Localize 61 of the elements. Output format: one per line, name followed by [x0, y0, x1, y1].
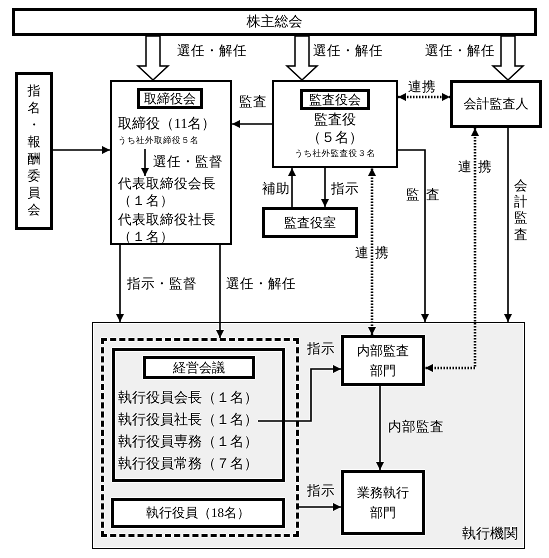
edge-label: 連携	[355, 246, 395, 261]
edge-label: 監査	[406, 188, 446, 203]
edge-label: 補助	[262, 182, 290, 197]
board-text: 取締役（11名）	[118, 116, 216, 134]
arrow	[258, 365, 341, 422]
arrow	[216, 245, 224, 338]
arrow	[398, 149, 429, 322]
officer-box: 執行役員（18名）	[111, 498, 285, 528]
member-text: 執行役員会長（１名）	[118, 388, 258, 410]
arrow	[299, 503, 341, 511]
board-box	[272, 80, 398, 168]
dashed-box	[101, 338, 299, 537]
edge-label: 内部監査	[388, 420, 444, 435]
arrow	[376, 386, 384, 470]
edge-label: 選任・監督	[153, 155, 223, 170]
auditor-box: 会計監査人	[450, 80, 542, 128]
member-text: 執行役員常務（７名）	[118, 454, 258, 476]
edge-label: 連携	[408, 80, 436, 95]
header-box: 取締役会	[137, 88, 203, 109]
officer-text: 代表取締役会長（１名）	[118, 176, 217, 210]
arrow	[116, 245, 124, 322]
member-text: 執行役員専務（１名）	[118, 432, 258, 454]
edge-label: 指示	[307, 484, 335, 499]
edge-label: 選任・解任	[177, 44, 247, 59]
arrow	[232, 120, 272, 128]
block-arrow	[491, 35, 525, 82]
arrow	[504, 128, 512, 322]
edge-label: 指示	[331, 182, 359, 197]
arrow	[425, 128, 479, 372]
committee-box: 指名・報酬委員会	[15, 72, 53, 230]
edge-label: 連携	[458, 160, 498, 175]
officer-text: 代表取締役社長（１名）	[118, 212, 217, 246]
edge-label: 会計監査	[514, 178, 528, 243]
arrow	[398, 93, 450, 101]
edge-label: 選任・解任	[425, 44, 495, 59]
auditor-text: 監査役（５名）	[306, 112, 364, 147]
arrow	[53, 146, 110, 154]
execution-panel	[92, 322, 525, 549]
arrow	[321, 168, 329, 207]
block-arrow	[285, 35, 319, 82]
note-text: うち社外取締役５名	[118, 134, 200, 146]
council-box	[112, 348, 285, 482]
member-text: 執行役員社長（１名）	[118, 410, 258, 432]
header-box: 監査役会	[300, 89, 370, 110]
panel-label: 執行機関	[462, 526, 518, 542]
note-text: うち社外監査役３名	[294, 148, 376, 159]
edge-label: 指示・監督	[127, 277, 197, 292]
edge-label: 選任・解任	[313, 44, 383, 59]
edge-label: 選任・解任	[226, 277, 296, 292]
arrow	[368, 168, 376, 335]
office-box: 監査役室	[262, 207, 358, 238]
edge-label: 指示	[307, 342, 335, 357]
department-box: 内部監査部門	[341, 335, 425, 386]
edge-label: 監査	[239, 95, 267, 110]
arrow	[288, 168, 296, 207]
block-arrow	[136, 35, 170, 82]
board-box	[110, 80, 232, 245]
assembly-bar: 株主総会	[12, 8, 537, 36]
arrow	[141, 149, 149, 176]
header-box: 経営会議	[143, 356, 255, 379]
department-box: 業務執行部門	[341, 470, 425, 535]
